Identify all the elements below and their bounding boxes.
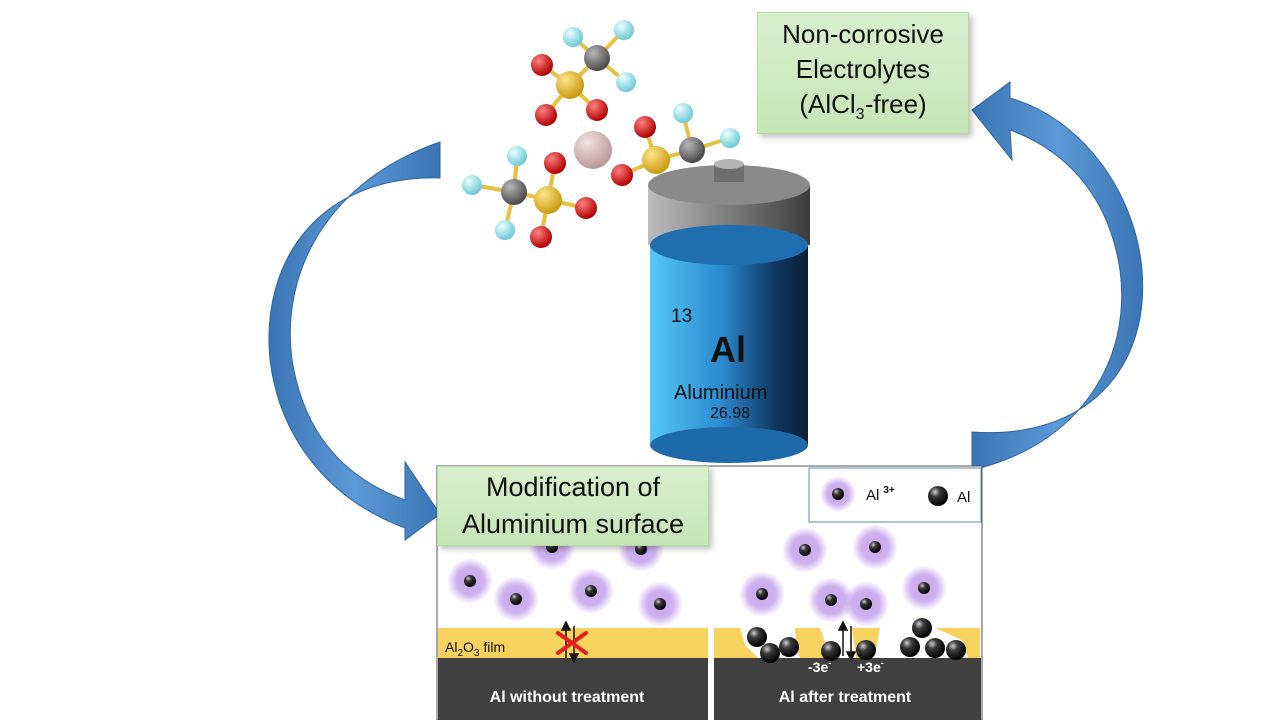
- electrolytes-box: Non-corrosive Electrolytes (AlCl3-free): [757, 12, 969, 134]
- reduction-label: +3e-: [857, 658, 884, 675]
- al-substrate-untreated: [438, 658, 708, 720]
- modification-line1: Modification of: [485, 472, 661, 502]
- electrolytes-line1: Non-corrosive: [782, 19, 944, 49]
- deposited-al-atoms: [747, 618, 966, 663]
- aluminium-battery: [650, 225, 808, 463]
- atomic-number: 13: [671, 306, 692, 327]
- film-label: Al2O3 film: [445, 639, 505, 659]
- treated-film-layer: [714, 628, 980, 658]
- modification-box: Modification of Aluminium surface: [437, 466, 709, 546]
- atomic-mass: 26.98: [710, 405, 750, 422]
- panel-divider: [708, 467, 714, 720]
- exchange-arrows: [837, 620, 857, 662]
- legend-metal-label: Al: [957, 489, 970, 506]
- element-symbol: Al: [710, 329, 746, 370]
- al-substrate-treated: [714, 658, 981, 720]
- caption-untreated: Al without treatment: [490, 689, 645, 706]
- modification-line2: Aluminium surface: [461, 509, 685, 539]
- right-cycle-arrow: [971, 81, 1144, 471]
- molecule-atoms: [462, 20, 740, 248]
- electrolytes-line2: Electrolytes: [795, 54, 931, 84]
- element-name: Aluminium: [674, 382, 767, 404]
- electrolytes-line3: (AlCl3-free): [799, 89, 927, 124]
- right-ions: [739, 524, 947, 627]
- legend-metal-icon: [928, 486, 948, 506]
- oxidation-label: -3e-: [808, 658, 831, 675]
- caption-treated: Al after treatment: [779, 689, 912, 706]
- left-cycle-arrow: [268, 141, 441, 541]
- blocked-cross-icon: [556, 631, 588, 655]
- legend-ion-icon: [832, 488, 844, 500]
